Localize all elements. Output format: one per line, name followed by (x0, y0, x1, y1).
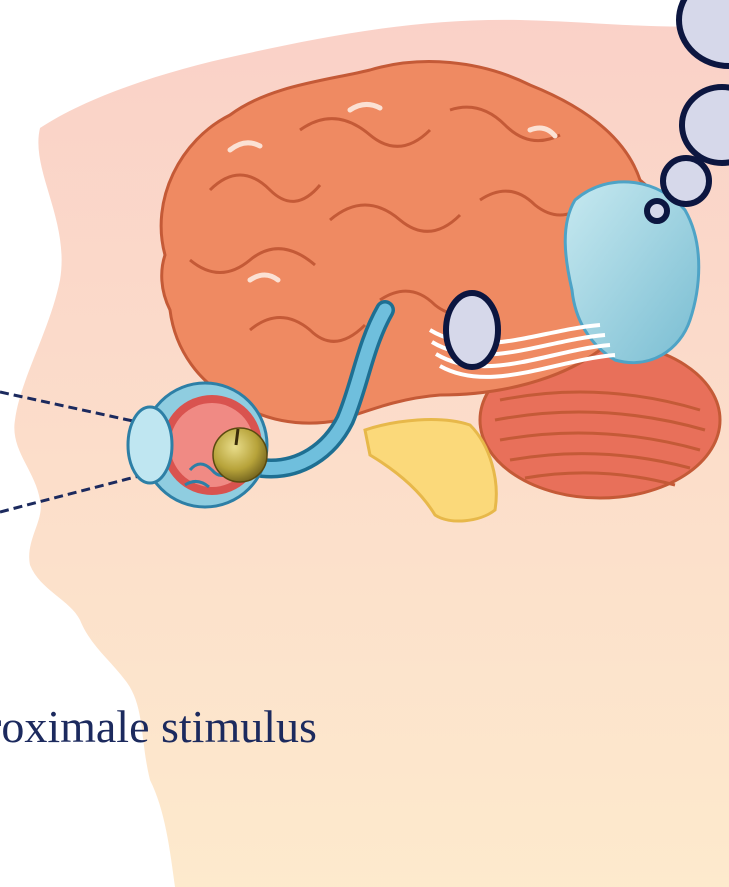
caption-proximal-stimulus: roximale stimulus (0, 704, 317, 750)
apple-image (213, 428, 267, 482)
thought-bubble-tiny (647, 201, 667, 221)
percept-marker (446, 293, 498, 367)
thought-bubble-small (663, 158, 709, 204)
